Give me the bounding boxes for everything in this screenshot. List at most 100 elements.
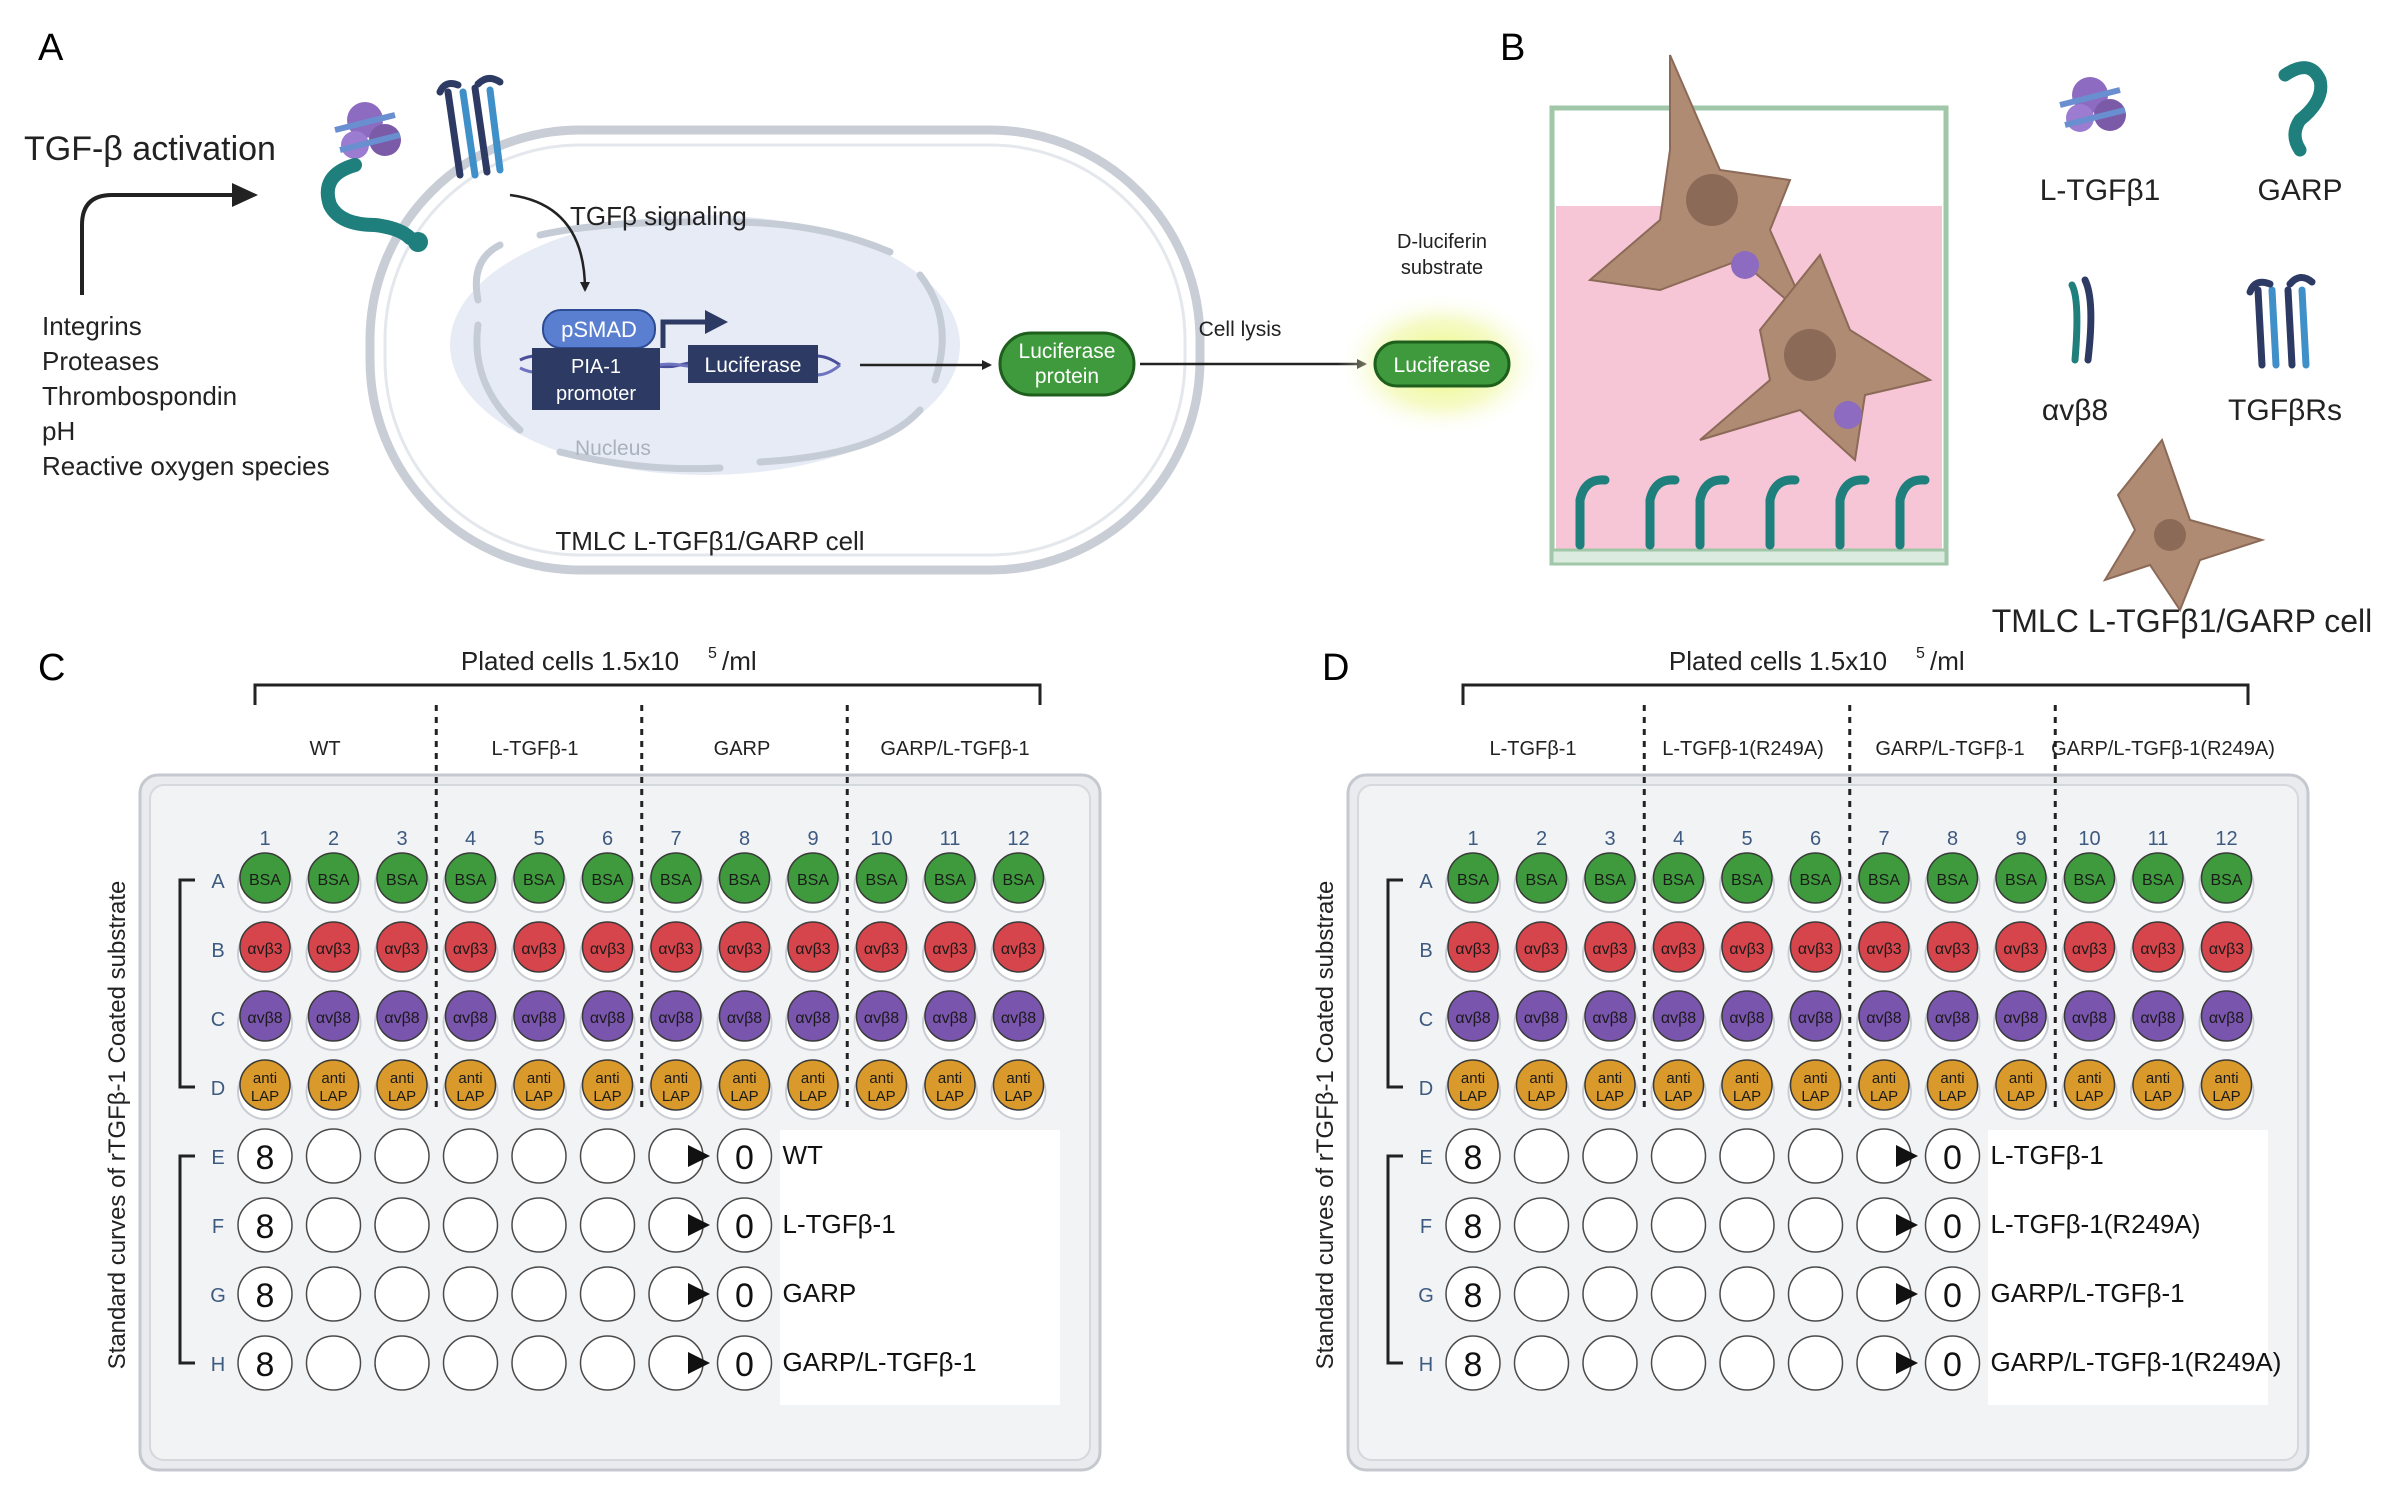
column-number: 9	[807, 828, 818, 850]
coating-label: αvβ8	[453, 1010, 488, 1027]
coated-well	[1721, 921, 1773, 973]
legend-l-tgfb1: L-TGFβ1	[2040, 174, 2161, 207]
coated-well	[1447, 921, 1499, 973]
panel-b: B L-TGFβ1 GARP	[1500, 27, 2372, 639]
coating-label: BSA	[2210, 872, 2242, 889]
row-letter: A	[1419, 871, 1433, 893]
coating-label: αvβ8	[1001, 1010, 1036, 1027]
coated-well	[1858, 990, 1910, 1042]
coated-well	[1721, 852, 1773, 904]
column-number: 2	[328, 828, 339, 850]
coating-label: αvβ3	[795, 941, 830, 958]
coating-label: αvβ8	[1866, 1010, 1901, 1027]
column-number: 10	[870, 828, 892, 850]
coated-well	[1721, 1059, 1773, 1111]
coating-label: αvβ3	[1524, 941, 1559, 958]
curve-end-value: 0	[1943, 1346, 1962, 1384]
psmad-label: pSMAD	[561, 317, 637, 342]
curve-label: GARP/L-TGFβ-1	[783, 1347, 977, 1377]
coated-well	[239, 1059, 291, 1111]
luciferase-protein-label-1: Luciferase	[1019, 340, 1116, 363]
group-label: GARP/L-TGFβ-1	[880, 738, 1029, 760]
coating-label: αvβ8	[658, 1010, 693, 1027]
coated-well	[855, 990, 908, 1042]
coated-well	[581, 921, 634, 973]
column-number: 7	[1878, 828, 1889, 850]
legend-avb8-icon	[2068, 276, 2095, 364]
curve-start-value: 8	[256, 1277, 275, 1315]
column-number: 10	[2078, 828, 2100, 850]
nucleus-label: Nucleus	[575, 437, 651, 460]
coating-label: LAP	[662, 1088, 690, 1105]
coating-label: αvβ3	[1866, 941, 1901, 958]
coating-label: LAP	[1664, 1088, 1692, 1105]
coating-label: αvβ3	[384, 941, 419, 958]
coated-well	[239, 921, 291, 973]
coating-label: αvβ8	[795, 1010, 830, 1027]
plated-cells-unit: /ml	[722, 646, 757, 676]
coated-well	[444, 990, 497, 1042]
coated-well	[787, 921, 839, 973]
coated-well	[1515, 990, 1568, 1042]
coating-label: LAP	[1596, 1088, 1624, 1105]
side-label: Standard curves of rTGFβ-1 Coated substr…	[104, 881, 131, 1370]
standard-curve-rows-bracket	[1386, 1154, 1403, 1365]
coating-label: BSA	[523, 872, 555, 889]
curve-end-value: 0	[1943, 1277, 1962, 1315]
curve-label: GARP/L-TGFβ-1	[1991, 1278, 2185, 1308]
coating-label: anti	[390, 1070, 414, 1087]
row-letter: B	[211, 940, 224, 962]
empty-well	[1445, 1335, 1501, 1391]
activator-item: pH	[42, 416, 75, 446]
luciferase-protein	[998, 331, 1136, 397]
column-number: 7	[670, 828, 681, 850]
coated-well	[1652, 852, 1705, 904]
activation-arrow	[80, 193, 235, 295]
curve-start-value: 8	[256, 1139, 275, 1177]
coated-well	[239, 990, 291, 1042]
coating-label: LAP	[1938, 1088, 1966, 1105]
coated-well	[1926, 921, 1979, 973]
coating-label: anti	[2077, 1070, 2101, 1087]
coated-well	[1858, 852, 1910, 904]
plated-cells-unit: /ml	[1930, 646, 1965, 676]
curve-end-value: 0	[735, 1139, 754, 1177]
panel-c-letter: C	[38, 647, 65, 689]
column-number: 11	[940, 828, 961, 850]
curve-start-value: 8	[1464, 1277, 1483, 1315]
coating-label: αvβ8	[316, 1010, 351, 1027]
coated-well	[376, 990, 428, 1042]
coated-well	[718, 990, 771, 1042]
coating-label: αvβ3	[247, 941, 282, 958]
coating-label: αvβ3	[2140, 941, 2175, 958]
empty-well	[237, 1335, 293, 1391]
coating-label: anti	[1803, 1070, 1827, 1087]
coated-well	[1515, 921, 1568, 973]
coating-label: LAP	[525, 1088, 553, 1105]
curve-end-value: 0	[735, 1208, 754, 1246]
coating-label: αvβ8	[1729, 1010, 1764, 1027]
coated-well	[1584, 921, 1636, 973]
empty-well	[716, 1335, 773, 1391]
curve-start-value: 8	[1464, 1208, 1483, 1246]
coating-label: αvβ8	[1798, 1010, 1833, 1027]
coated-well	[1858, 1059, 1910, 1111]
coating-label: anti	[2009, 1070, 2033, 1087]
curve-label: L-TGFβ-1(R249A)	[1991, 1209, 2201, 1239]
legend-tgfbrs: TGFβRs	[2228, 394, 2342, 427]
coating-label: anti	[595, 1070, 619, 1087]
luciferase-gene-label: Luciferase	[705, 354, 802, 377]
signaling-arrow	[509, 193, 590, 292]
coated-well	[1995, 990, 2047, 1042]
coating-label: αvβ8	[2003, 1010, 2038, 1027]
coating-label: αvβ8	[1455, 1010, 1490, 1027]
coating-label: αvβ8	[932, 1010, 967, 1027]
coating-label: αvβ3	[590, 941, 625, 958]
coated-well	[787, 990, 839, 1042]
row-letter: G	[1418, 1285, 1434, 1307]
coating-label: αvβ3	[316, 941, 351, 958]
coating-label: anti	[1735, 1070, 1759, 1087]
cell-nucleus-icon	[1686, 174, 1738, 226]
coated-well	[2200, 990, 2253, 1042]
